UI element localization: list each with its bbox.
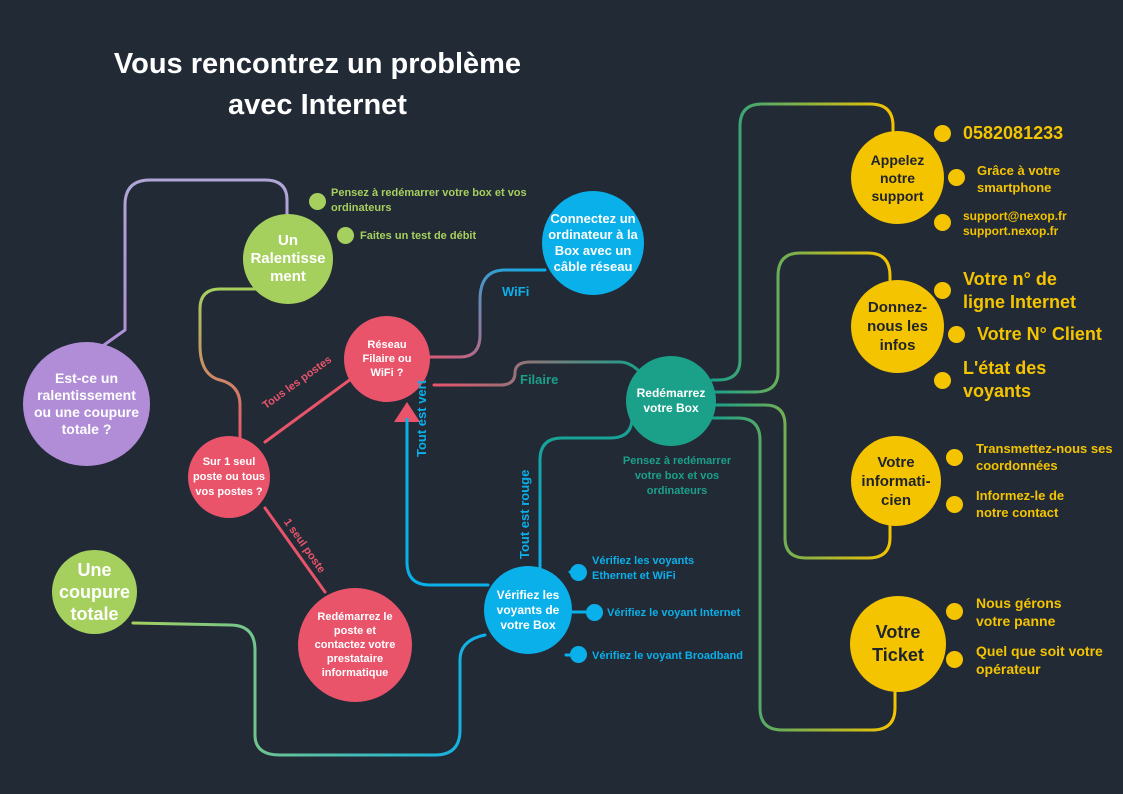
edge-box-it [712,403,892,560]
note-lights-broadband: Vérifiez le voyant Broadband [592,650,743,662]
edge-label-wifi: WiFi [502,284,530,299]
note-site: support.nexop.fr [963,224,1059,238]
any-operator-bullet [946,651,963,668]
title-line-2: avec Internet [228,89,407,121]
edge-all-green [405,410,490,587]
node-give-info-label: Donnez-nous les infos [867,299,928,354]
note-inform-contact: Informez-le de notre contact [976,488,1065,520]
node-one-or-all[interactable]: Sur 1 seul poste ou tous vos postes ? [188,436,270,518]
node-give-info[interactable]: Donnez-nous les infos [851,280,944,373]
title-line-1: Vous rencontrez un problème [113,48,522,80]
edge-wifi [408,268,547,359]
edge-one-post [263,506,327,594]
node-check-lights[interactable]: Vérifiez les voyants de votre Box [484,566,572,654]
note-phone: 0582081233 [963,123,1064,143]
edge-box-support [710,102,895,382]
node-question[interactable]: Est-ce un ralentissement ou une coupure … [23,342,150,466]
note-line-number: Votre n° de ligne Internet [963,269,1077,312]
lights-internet-bullet [586,604,603,621]
note-lights-internet: Vérifiez le voyant Internet [607,607,741,619]
note-we-manage: Nous gérons votre panne [976,595,1062,629]
note-smartphone: Grâce à votre smartphone [977,163,1061,195]
lights-state-bullet [934,372,951,389]
node-your-it[interactable]: Votre informati-cien [851,436,941,526]
send-details-bullet [946,449,963,466]
node-restart-box-label: Redémarrez votre Box [636,386,706,415]
client-number-bullet [948,326,965,343]
phone-bullet [934,125,951,142]
node-one-or-all-label: Sur 1 seul poste ou tous vos postes ? [192,455,266,498]
edge-box-ticket [710,416,897,732]
note-lights-state: L'état des voyants [963,358,1047,401]
slow-speedtest-bullet [337,227,354,244]
edge-outage-check [131,621,487,757]
node-your-ticket-label: Votre Ticket [872,622,924,665]
edge-all-red [538,416,634,570]
email-bullet [934,214,951,231]
line-number-bullet [934,282,951,299]
edge-wired [432,360,642,387]
edge-box-info [712,251,892,394]
node-wired-or-wifi[interactable]: Réseau Filaire ou WiFi ? [344,316,430,402]
note-box-restart: Pensez à redémarrer votre box et vos ord… [622,455,732,497]
smartphone-bullet [948,169,965,186]
inform-contact-bullet [946,496,963,513]
node-restart-contact-label: Redémarrez le poste et contactez votre p… [314,611,396,679]
node-restart-contact[interactable]: Redémarrez le poste et contactez votre p… [298,588,412,702]
node-slowdown-label: Un Ralentisse ment [250,232,326,285]
note-send-details: Transmettez-nous ses coordonnées [976,441,1113,473]
note-any-operator: Quel que soit votre opérateur [976,643,1103,677]
node-connect-cable-label: Connectez un ordinateur à la Box avec un… [548,211,638,274]
edge-slowdown-one-or-all [198,287,264,442]
node-restart-box[interactable]: Redémarrez votre Box [626,356,716,446]
page-title: Vous rencontrez un problème avec Interne… [60,44,575,126]
note-lights-eth-wifi: Vérifiez les voyants Ethernet et WiFi [592,555,695,582]
note-email: support@nexop.fr [963,209,1067,223]
we-manage-bullet [946,603,963,620]
node-call-support[interactable]: Appelez notre support [851,131,944,224]
node-connect-cable[interactable]: Connectez un ordinateur à la Box avec un… [542,191,644,295]
node-slowdown[interactable]: Un Ralentisse ment [243,214,333,304]
lights-eth-wifi-bullet [570,564,587,581]
edge-question-slowdown [88,178,289,357]
edge-all-posts [263,374,357,444]
slow-restart-bullet [309,193,326,210]
node-check-lights-label: Vérifiez les voyants de votre Box [496,587,560,632]
node-call-support-label: Appelez notre support [870,151,925,204]
note-slow-restart: Pensez à redémarrer votre box et vos ord… [331,187,527,214]
edge-label-wired: Filaire [520,372,559,387]
node-wired-or-wifi-label: Réseau Filaire ou WiFi ? [362,339,412,379]
lights-broadband-bullet [570,646,587,663]
node-outage-label: Une coupure totale [58,560,130,624]
edge-label-all-green: Tout est vert [414,379,429,457]
node-outage[interactable]: Une coupure totale [52,550,137,634]
node-your-it-label: Votre informati-cien [861,453,931,509]
note-slow-speedtest: Faites un test de débit [360,230,477,242]
arrow-head [394,402,420,422]
node-question-label: Est-ce un ralentissement ou une coupure … [34,370,139,437]
note-client-number: Votre N° Client [977,324,1102,344]
edge-label-all-red: Tout est rouge [517,469,532,559]
node-your-ticket[interactable]: Votre Ticket [850,596,946,692]
